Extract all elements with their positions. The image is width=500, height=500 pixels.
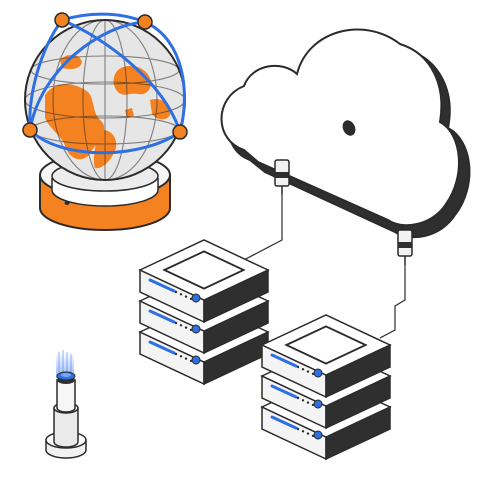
status-led-strip (270, 353, 323, 378)
connector-left (274, 159, 290, 195)
status-led-strip (270, 415, 323, 440)
globe-with-orbits-icon (22, 12, 188, 231)
power-indicator (191, 324, 201, 334)
status-led-strip (148, 340, 201, 365)
server-top-panel (284, 325, 368, 365)
sensor-beacon-icon (45, 350, 87, 459)
power-indicator (191, 355, 201, 365)
power-indicator (191, 293, 201, 303)
orbit-nodes (22, 12, 188, 140)
status-led-strip (270, 384, 323, 409)
power-indicator (313, 368, 323, 378)
server-top-panel (162, 250, 246, 290)
network-cables (239, 195, 406, 339)
cloud-icon (220, 28, 471, 239)
server-unit (138, 239, 270, 324)
server-unit (260, 314, 392, 399)
server-stack-icon (260, 314, 392, 461)
cloud-connectors (274, 159, 413, 265)
server-stack-icon (138, 239, 270, 386)
status-led-strip (148, 278, 201, 303)
connector-right (397, 229, 413, 265)
globe-sphere (24, 19, 186, 181)
status-led-strip (148, 309, 201, 334)
power-indicator (313, 399, 323, 409)
globe-orbit-rings (28, 12, 186, 155)
power-indicator (313, 430, 323, 440)
